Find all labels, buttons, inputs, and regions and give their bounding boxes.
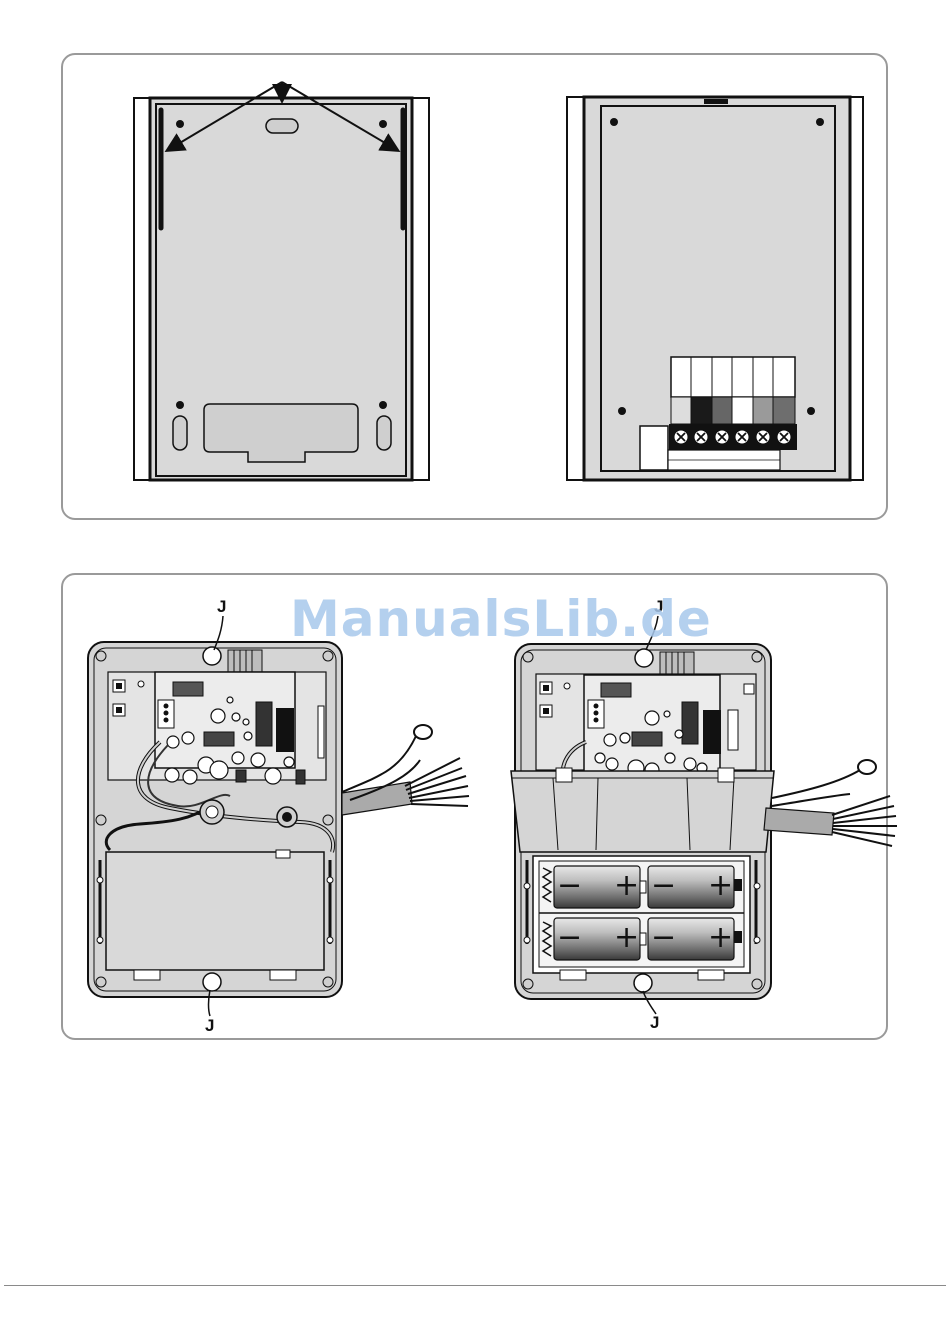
label-j-top-left: J [217,597,226,617]
battery-4-minus: − [651,920,676,955]
battery-1-minus: − [557,868,582,903]
back-cover-left [134,82,429,480]
label-j-bottom-left: J [205,1016,214,1036]
battery-2-plus: + [708,868,733,903]
battery-1-plus: + [614,868,639,903]
watermark: ManualsLib.de [290,590,712,648]
battery-3-plus: + [614,920,639,955]
unit-open-left [88,642,469,997]
battery-2-minus: − [651,868,676,903]
back-cover-right [567,97,863,480]
label-j-bottom-right: J [650,1013,659,1033]
footer-divider [4,1285,946,1286]
battery-4-plus: + [708,920,733,955]
battery-3-minus: − [557,920,582,955]
